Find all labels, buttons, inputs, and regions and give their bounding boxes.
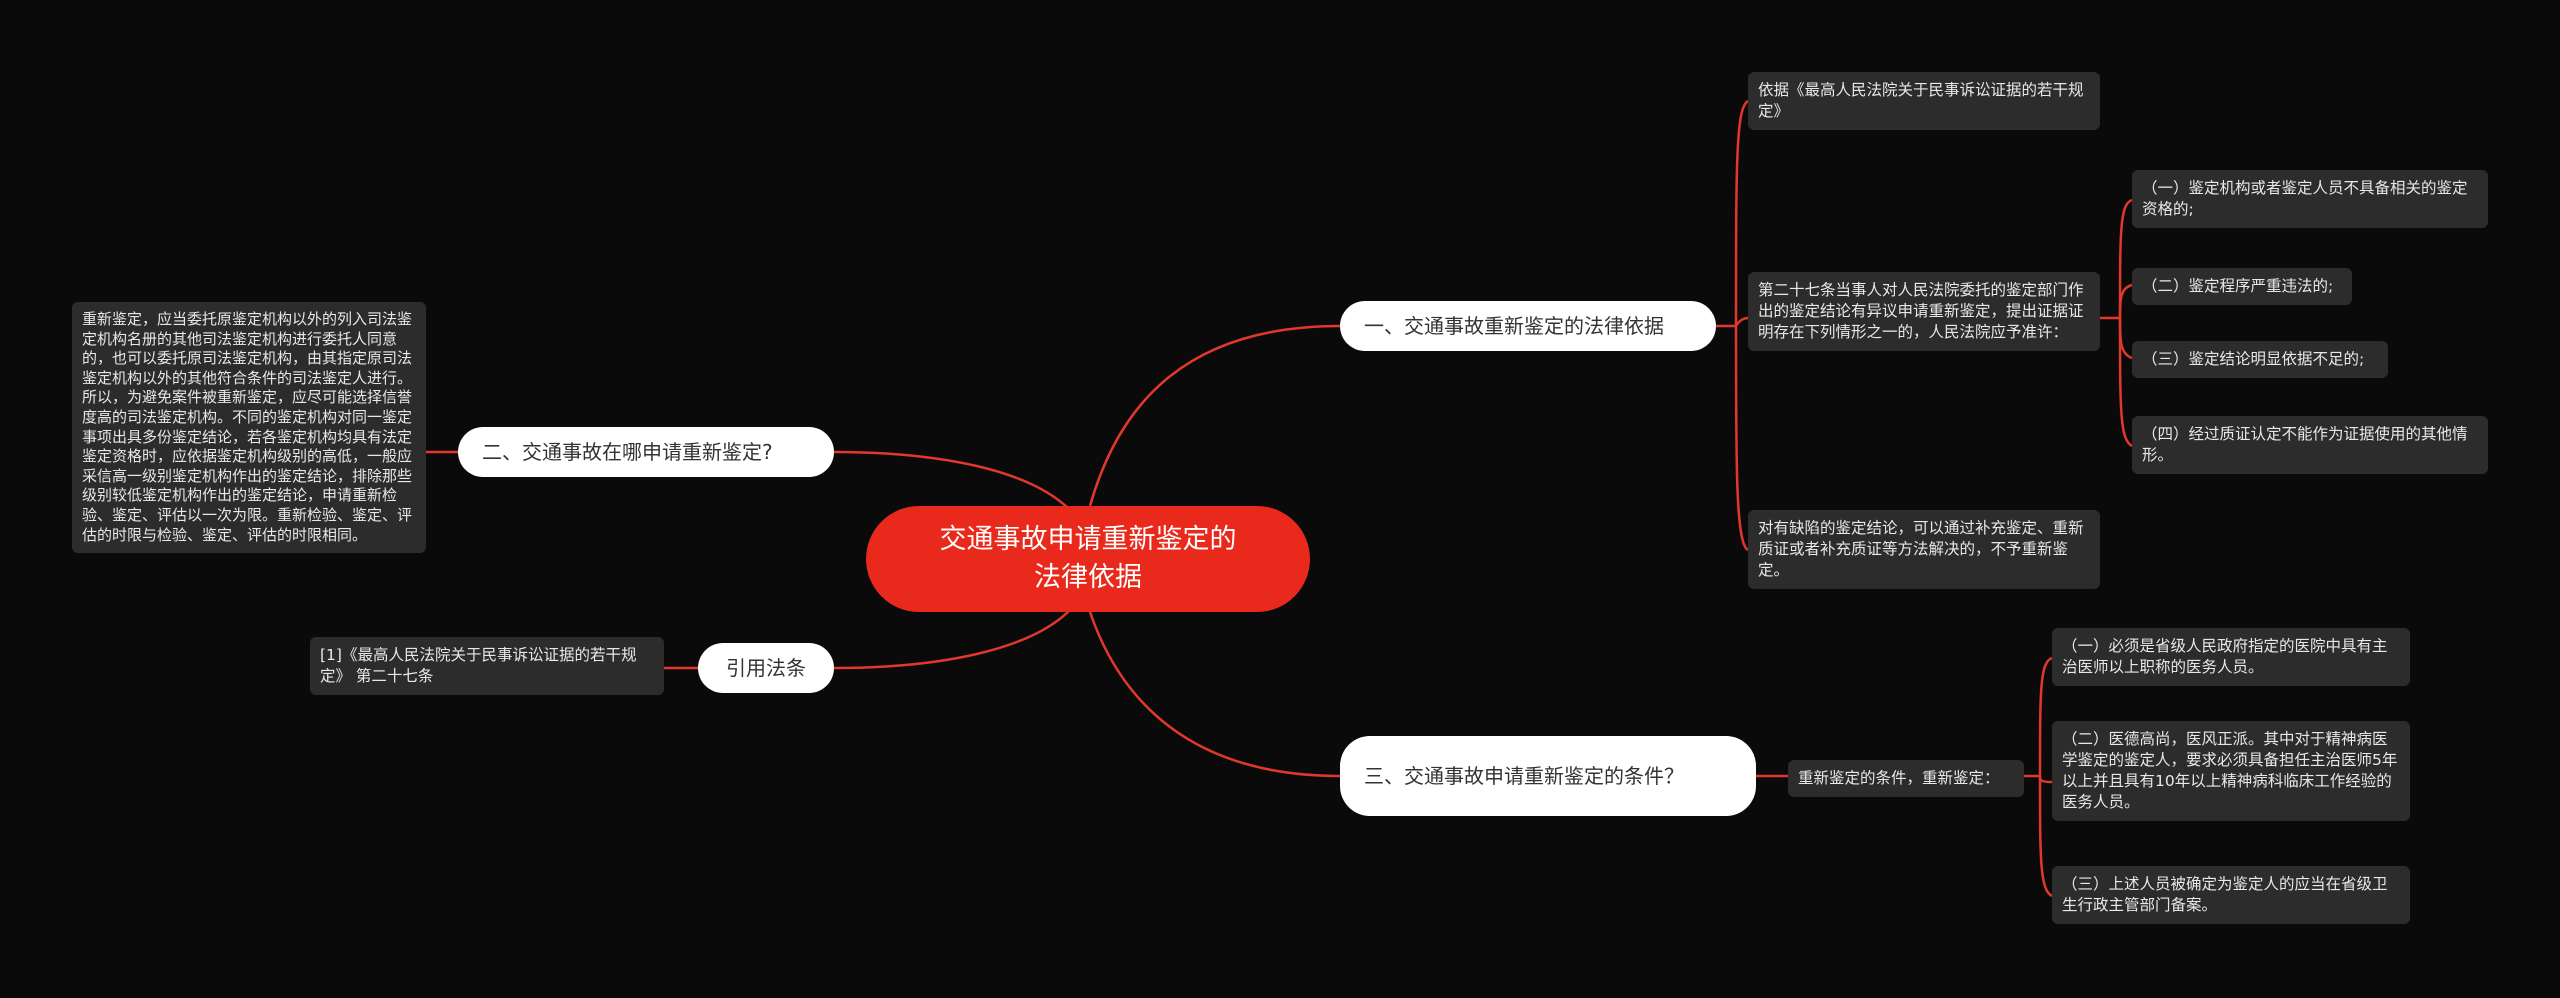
edge-cond-item1: [2038, 656, 2053, 777]
root-node[interactable]: 交通事故申请重新鉴定的法律依据: [866, 506, 1310, 612]
edge-art27-item3: [2118, 317, 2133, 360]
leaf-item[interactable]: （二）鉴定程序严重违法的;: [2132, 268, 2352, 305]
leaf-item-text: （一）鉴定机构或者鉴定人员不具备相关的鉴定资格的;: [2142, 179, 2468, 218]
leaf-condition-item[interactable]: （一）必须是省级人民政府指定的医院中具有主治医师以上职称的医务人员。: [2052, 628, 2410, 686]
leaf-defect-text: 对有缺陷的鉴定结论，可以通过补充鉴定、重新质证或者补充质证等方法解决的，不予重新…: [1758, 519, 2084, 579]
edge-root-topic3: [1088, 611, 1341, 778]
leaf-condition-item[interactable]: （三）上述人员被确定为鉴定人的应当在省级卫生行政主管部门备案。: [2052, 866, 2410, 924]
edge-root-topic4: [833, 609, 1071, 670]
leaf-item-text: （二）鉴定程序严重违法的;: [2142, 277, 2334, 295]
leaf-basis-text: 依据《最高人民法院关于民事诉讼证据的若干规定》: [1758, 81, 2084, 120]
leaf-defect[interactable]: 对有缺陷的鉴定结论，可以通过补充鉴定、重新质证或者补充质证等方法解决的，不予重新…: [1748, 510, 2100, 589]
leaf-item[interactable]: （一）鉴定机构或者鉴定人员不具备相关的鉴定资格的;: [2132, 170, 2488, 228]
edge-art27-item1: [2118, 198, 2133, 319]
topic-where-to-apply[interactable]: 二、交通事故在哪申请重新鉴定?: [458, 427, 834, 477]
edge-art27-item4: [2118, 317, 2133, 448]
leaf-where-detail[interactable]: 重新鉴定，应当委托原鉴定机构以外的列入司法鉴定机构名册的其他司法鉴定机构进行委托…: [72, 302, 426, 554]
leaf-law-reference[interactable]: [1]《最高人民法院关于民事诉讼证据的若干规定》 第二十七条: [310, 637, 664, 695]
topic-cited-law-label: 引用法条: [726, 656, 806, 680]
leaf-condition-item[interactable]: （二）医德高尚，医风正派。其中对于精神病医学鉴定的鉴定人，要求必须具备担任主治医…: [2052, 721, 2410, 821]
leaf-item-text: （四）经过质证认定不能作为证据使用的其他情形。: [2142, 425, 2468, 464]
leaf-law-reference-text: [1]《最高人民法院关于民事诉讼证据的若干规定》 第二十七条: [320, 646, 637, 685]
leaf-article-27-text: 第二十七条当事人对人民法院委托的鉴定部门作出的鉴定结论有异议申请重新鉴定，提出证…: [1758, 281, 2084, 341]
topic-where-to-apply-label: 二、交通事故在哪申请重新鉴定?: [482, 440, 773, 464]
edge-topic1-art27: [1734, 316, 1749, 327]
leaf-where-detail-text: 重新鉴定，应当委托原鉴定机构以外的列入司法鉴定机构名册的其他司法鉴定机构进行委托…: [82, 310, 413, 544]
root-title: 交通事故申请重新鉴定的法律依据: [939, 524, 1237, 593]
edge-art27-item2: [2118, 283, 2133, 319]
leaf-item[interactable]: （四）经过质证认定不能作为证据使用的其他情形。: [2132, 416, 2488, 474]
leaf-item[interactable]: （三）鉴定结论明显依据不足的;: [2132, 341, 2388, 378]
topic-cited-law[interactable]: 引用法条: [698, 643, 834, 693]
edge-root-topic1: [1088, 324, 1341, 507]
edge-topic1-basis: [1734, 99, 1749, 327]
topic-conditions[interactable]: 三、交通事故申请重新鉴定的条件？: [1340, 736, 1756, 816]
leaf-conditions[interactable]: 重新鉴定的条件，重新鉴定：: [1788, 760, 2024, 797]
leaf-condition-item-text: （三）上述人员被确定为鉴定人的应当在省级卫生行政主管部门备案。: [2062, 875, 2388, 914]
leaf-condition-item-text: （一）必须是省级人民政府指定的医院中具有主治医师以上职称的医务人员。: [2062, 637, 2388, 676]
topic-conditions-label: 三、交通事故申请重新鉴定的条件？: [1364, 764, 1684, 788]
topic-legal-basis-label: 一、交通事故重新鉴定的法律依据: [1364, 314, 1664, 338]
edge-topic1-defect: [1734, 325, 1749, 552]
leaf-basis[interactable]: 依据《最高人民法院关于民事诉讼证据的若干规定》: [1748, 72, 2100, 130]
edge-cond-item3: [2038, 775, 2053, 898]
edge-root-topic2: [833, 450, 1071, 511]
leaf-condition-item-text: （二）医德高尚，医风正派。其中对于精神病医学鉴定的鉴定人，要求必须具备担任主治医…: [2062, 730, 2398, 811]
leaf-item-text: （三）鉴定结论明显依据不足的;: [2142, 350, 2365, 368]
leaf-article-27[interactable]: 第二十七条当事人对人民法院委托的鉴定部门作出的鉴定结论有异议申请重新鉴定，提出证…: [1748, 272, 2100, 351]
topic-legal-basis[interactable]: 一、交通事故重新鉴定的法律依据: [1340, 301, 1716, 351]
leaf-conditions-text: 重新鉴定的条件，重新鉴定：: [1798, 769, 2000, 787]
edge-cond-item2: [2038, 775, 2053, 784]
